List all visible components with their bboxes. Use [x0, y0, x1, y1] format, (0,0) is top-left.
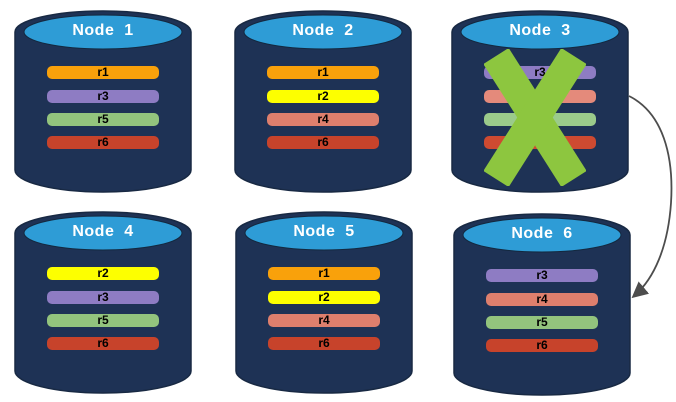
replica-label: r1 [317, 65, 329, 79]
replica-label: r3 [97, 89, 109, 103]
replica-label: r1 [318, 266, 330, 280]
replica-bar: r4 [486, 293, 598, 306]
x-strokes [484, 49, 586, 186]
replica-label: r4 [536, 292, 548, 306]
failure-x-icon [484, 49, 586, 186]
cylinder-top-face [243, 14, 403, 50]
replica-label: r2 [318, 290, 330, 304]
replica-label: r5 [97, 112, 109, 126]
replica-bar: r2 [268, 291, 380, 304]
replica-label: r5 [536, 315, 548, 329]
replica-label: r5 [97, 313, 109, 327]
replica-label: r2 [317, 89, 329, 103]
replica-label: r6 [97, 135, 109, 149]
replica-bar: r4 [268, 314, 380, 327]
replica-label: r6 [317, 135, 329, 149]
replica-bar: r6 [486, 339, 598, 352]
replica-bar: r5 [47, 314, 159, 327]
replica-bar: r6 [267, 136, 379, 149]
replica-bar: r3 [486, 269, 598, 282]
replica-label: r2 [97, 266, 109, 280]
replica-label: r6 [97, 336, 109, 350]
replica-bar: r6 [47, 337, 159, 350]
node-title: Node 4 [72, 223, 134, 240]
node-4: Node 4 r2 r3 r5 r6 [13, 209, 193, 395]
replica-label: r6 [318, 336, 330, 350]
replica-label: r1 [97, 65, 109, 79]
replica-bar: r3 [47, 291, 159, 304]
node-title: Node 2 [292, 22, 354, 39]
replica-bar: r2 [267, 90, 379, 103]
replica-bar: r5 [47, 113, 159, 126]
replica-bar: r5 [486, 316, 598, 329]
node-title: Node 1 [72, 22, 134, 39]
node-title: Node 5 [293, 223, 355, 240]
replica-label: r3 [534, 65, 546, 79]
replica-bar: r6 [268, 337, 380, 350]
replica-label: r3 [97, 290, 109, 304]
node-6: Node 6 r3 r4 r5 r6 [452, 211, 632, 397]
cylinder-top-face [462, 217, 622, 253]
node-2: Node 2 r1 r2 r4 r6 [233, 8, 413, 194]
cylinder-top-face [244, 215, 404, 251]
replica-bar: r1 [47, 66, 159, 79]
cylinder-top-face [23, 215, 183, 251]
node-5: Node 5 r1 r2 r4 r6 [234, 209, 414, 395]
node-1: Node 1 r1 r3 r5 r6 [13, 8, 193, 194]
cylinder-top-face [23, 14, 183, 50]
replica-bar: r3 [47, 90, 159, 103]
cylinder-top-face [460, 14, 620, 50]
replica-label: r4 [318, 313, 330, 327]
replica-bar: r1 [267, 66, 379, 79]
replica-bar: r4 [267, 113, 379, 126]
replica-label: r3 [536, 268, 548, 282]
failover-arrow-path [628, 95, 673, 299]
node-title: Node 6 [511, 225, 573, 242]
replica-bar: r6 [47, 136, 159, 149]
replica-label: r6 [536, 338, 548, 352]
replica-label: r4 [317, 112, 329, 126]
node-title: Node 3 [509, 22, 571, 39]
replica-bar: r1 [268, 267, 380, 280]
replica-bar: r2 [47, 267, 159, 280]
